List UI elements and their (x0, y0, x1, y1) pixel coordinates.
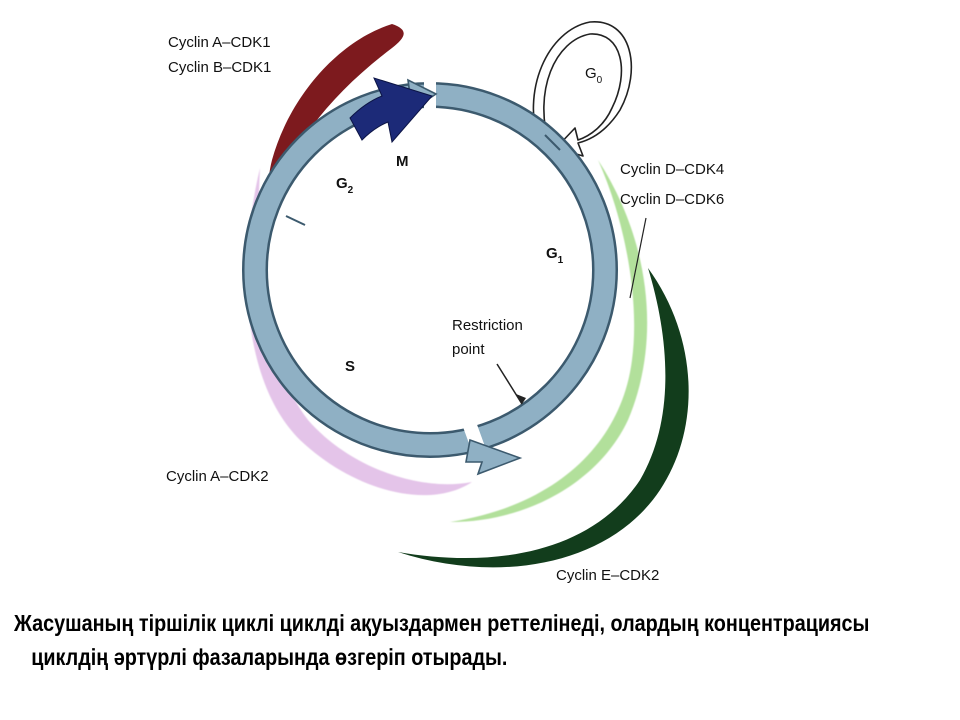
cell-cycle-ring (242, 80, 618, 471)
m-phase-arrow (349, 77, 433, 144)
label-phase-s: S (345, 358, 355, 375)
label-phase-g0: G0 (585, 65, 603, 86)
label-cyclin-d-cdk6: Cyclin D–CDK6 (620, 191, 724, 208)
svg-text:G1: G1 (546, 245, 564, 266)
cyclin-d-pointer (629, 217, 647, 299)
caption: Жасушаның тіршілік циклі циклді ақуыздар… (14, 606, 869, 674)
cyclin-e-cdk2-band (398, 268, 689, 568)
label-cyclin-d-cdk4: Cyclin D–CDK4 (620, 161, 724, 178)
label-restriction: Restriction (452, 317, 523, 334)
svg-text:G2: G2 (336, 175, 354, 196)
label-point: point (452, 341, 485, 358)
svg-text:G0: G0 (585, 65, 603, 86)
caption-line-1: Жасушаның тіршілік циклі циклді ақуыздар… (14, 610, 870, 636)
label-phase-g1: G1 (546, 245, 564, 266)
label-phase-g2: G2 (336, 175, 354, 196)
cell-cycle-diagram: Cyclin A–CDK1 Cyclin B–CDK1 Cyclin D–CDK… (166, 21, 724, 584)
ring-arrowhead-bottom (465, 438, 523, 476)
caption-line-2: циклдің әртүрлі фазаларында өзгеріп отыр… (31, 644, 508, 670)
label-cyclin-b-cdk1: Cyclin B–CDK1 (168, 59, 271, 76)
label-cyclin-a-cdk2: Cyclin A–CDK2 (166, 468, 269, 485)
label-phase-m: M (396, 153, 409, 170)
label-cyclin-a-cdk1: Cyclin A–CDK1 (168, 34, 271, 51)
cyclin-ab-cdk1-band (267, 24, 404, 218)
label-cyclin-e-cdk2: Cyclin E–CDK2 (556, 567, 659, 584)
restriction-point-pointer (496, 363, 523, 405)
